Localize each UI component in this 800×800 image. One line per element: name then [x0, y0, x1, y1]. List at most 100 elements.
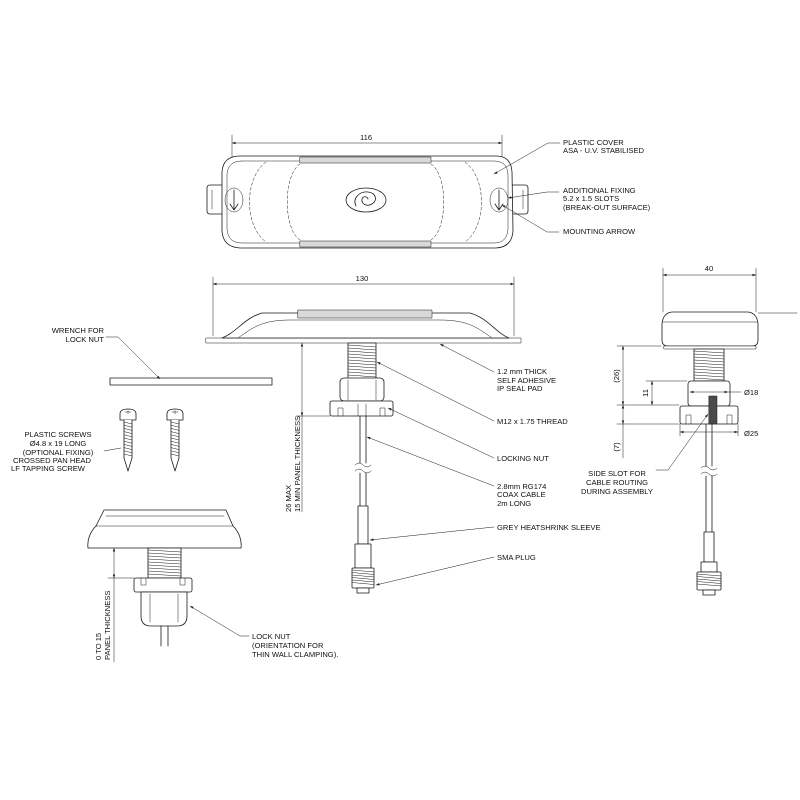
end-view-seal-pad: [663, 345, 757, 350]
end-view-cable-break-upper: [700, 465, 718, 471]
heatshrink-sleeve: [357, 505, 369, 545]
screws-label-4: CROSSED PAN HEAD: [13, 456, 91, 465]
end-view-cover: [661, 311, 759, 347]
screw-1-cross-recess: [124, 410, 132, 415]
locking-nut-flange: [329, 400, 394, 417]
thin-wall-panel-label-2: PANEL THICKNESS: [103, 591, 112, 661]
locking-nut-leader: [387, 407, 495, 459]
coax-cable-lower: [359, 472, 367, 507]
right-fixing-slot: [489, 187, 509, 213]
additional-fixing-label-1: ADDITIONAL FIXING: [563, 186, 636, 195]
screw-1-head: [119, 408, 137, 421]
right-mounting-arrow-icon: [494, 189, 504, 211]
additional-fixing-label-2: 5.2 x 1.5 SLOTS: [563, 194, 619, 203]
side-slot-leader: [655, 413, 709, 471]
screws-label-2: Ø4.8 x 19 LONG: [30, 439, 87, 448]
end-view-cable-lower: [705, 475, 713, 533]
plastic-cover-label-1: PLASTIC COVER: [563, 138, 624, 147]
dome-contour-left-inner: [287, 163, 301, 241]
wrench-group: WRENCH FOR LOCK NUT: [52, 326, 273, 386]
dim-130-label: 130: [356, 274, 369, 283]
end-view: 40 (26) 11 (7) Ø18 Ø25: [581, 264, 798, 596]
thread-leader: [376, 361, 495, 422]
seal-pad-label-3: IP SEAL PAD: [497, 384, 543, 393]
left-mounting-arrow-icon: [229, 189, 239, 211]
housing-profile: [221, 312, 510, 339]
screws-label-3: (OPTIONAL FIXING): [23, 448, 94, 457]
housing-inner-curve: [237, 319, 493, 339]
coax-cable-upper: [359, 415, 367, 464]
thin-wall-thread-helix: [147, 549, 182, 577]
sma-plug-body: [354, 543, 372, 569]
heatshrink-label: GREY HEATSHRINK SLEEVE: [497, 523, 601, 532]
additional-fixing-label-3: (BREAK-OUT SURFACE): [563, 203, 651, 212]
sma-plug-knurl: [351, 569, 375, 585]
screw-1-thread: [123, 421, 133, 457]
end-view-side-slot: [708, 395, 718, 425]
end-view-heatshrink-sleeve: [703, 531, 715, 563]
wrench-label-1: WRENCH FOR: [52, 326, 105, 335]
sma-plug-leader: [375, 556, 495, 586]
plastic-cover-leader: [493, 142, 561, 175]
dim-40-label: 40: [705, 264, 713, 273]
thin-wall-lock-nut-body: [140, 591, 188, 627]
thin-wall-lock-nut-label-2: (ORIENTATION FOR: [252, 641, 324, 650]
top-view: 116 PLASTIC COVER ASA - U.V. STABILISED …: [206, 133, 651, 249]
thin-wall-lock-nut-label-3: THIN WALL CLAMPING).: [252, 650, 338, 659]
wrench-label-2: LOCK NUT: [66, 335, 105, 344]
coax-cable-leader: [366, 436, 495, 487]
panel-thickness-max-label: 26 MAX: [284, 485, 293, 512]
end-view-cable-upper: [705, 423, 713, 467]
coax-label-2: COAX CABLE: [497, 490, 546, 499]
sma-plug-label: SMA PLUG: [497, 553, 536, 562]
seal-pad-label-1: 1.2 mm THICK: [497, 367, 547, 376]
side-slot-label-3: DURING ASSEMBLY: [581, 487, 653, 496]
cover-inner-edge: [226, 160, 509, 244]
sma-plug-tip: [356, 587, 370, 594]
seal-pad: [205, 337, 522, 344]
end-view-sma-body: [700, 561, 718, 573]
thin-wall-lock-nut-leader: [189, 605, 250, 637]
additional-fixing-leader: [507, 191, 560, 199]
end-view-nut-notches: [685, 414, 733, 425]
locking-nut-label: LOCKING NUT: [497, 454, 549, 463]
screws-label-5: LF TAPPING SCREW: [11, 464, 86, 473]
side-slot-label-2: CABLE ROUTING: [586, 478, 648, 487]
heatshrink-leader: [369, 526, 495, 541]
dia-18-label: Ø18: [744, 388, 758, 397]
side-slot-label-1: SIDE SLOT FOR: [588, 469, 646, 478]
logo-ellipse: [345, 187, 387, 213]
left-fixing-slot: [224, 187, 244, 213]
thin-wall-panel-label-1: 0 TO 15: [94, 633, 103, 660]
screw-2-cross-recess: [171, 410, 179, 415]
dim-11-label: 11: [641, 389, 650, 397]
thin-wall-lock-nut-notches: [140, 577, 186, 586]
end-view-sma-coupling-nut: [696, 571, 722, 591]
right-mounting-ear: [510, 184, 529, 215]
screws-leader: [103, 447, 122, 452]
end-view-sma-tip: [702, 589, 716, 596]
housing-top-band: [297, 309, 433, 319]
thin-wall-view: 0 TO 15 PANEL THICKNESS LOCK NUT (ORIENT…: [87, 509, 338, 663]
locking-nut-body: [339, 377, 385, 402]
thin-wall-lock-nut-label-1: LOCK NUT: [252, 632, 291, 641]
thread-label: M12 x 1.75 THREAD: [497, 417, 568, 426]
dim-7-label: (7): [612, 442, 621, 452]
thin-wall-cover: [87, 509, 242, 549]
panel-thickness-min-label: 15 MIN PANEL THICKNESS: [293, 416, 302, 512]
plastic-cover-label-2: ASA - U.V. STABILISED: [563, 146, 645, 155]
dome-contour-right-outer: [464, 161, 482, 243]
cover-bottom-band: [299, 240, 432, 248]
locking-nut-body-ribs: [347, 379, 377, 401]
wrench: [109, 377, 273, 386]
plastic-cover-outline: [221, 155, 514, 249]
mounting-arrow-label: MOUNTING ARROW: [563, 227, 636, 236]
logo-swirl-icon: [354, 191, 376, 207]
dia-25-label: Ø25: [744, 429, 758, 438]
screws-group: PLASTIC SCREWS Ø4.8 x 19 LONG (OPTIONAL …: [11, 408, 184, 473]
coax-label-3: 2m LONG: [497, 499, 531, 508]
screw-2-head: [166, 408, 184, 421]
cover-top-band: [299, 156, 432, 164]
seal-pad-leader: [439, 343, 495, 373]
